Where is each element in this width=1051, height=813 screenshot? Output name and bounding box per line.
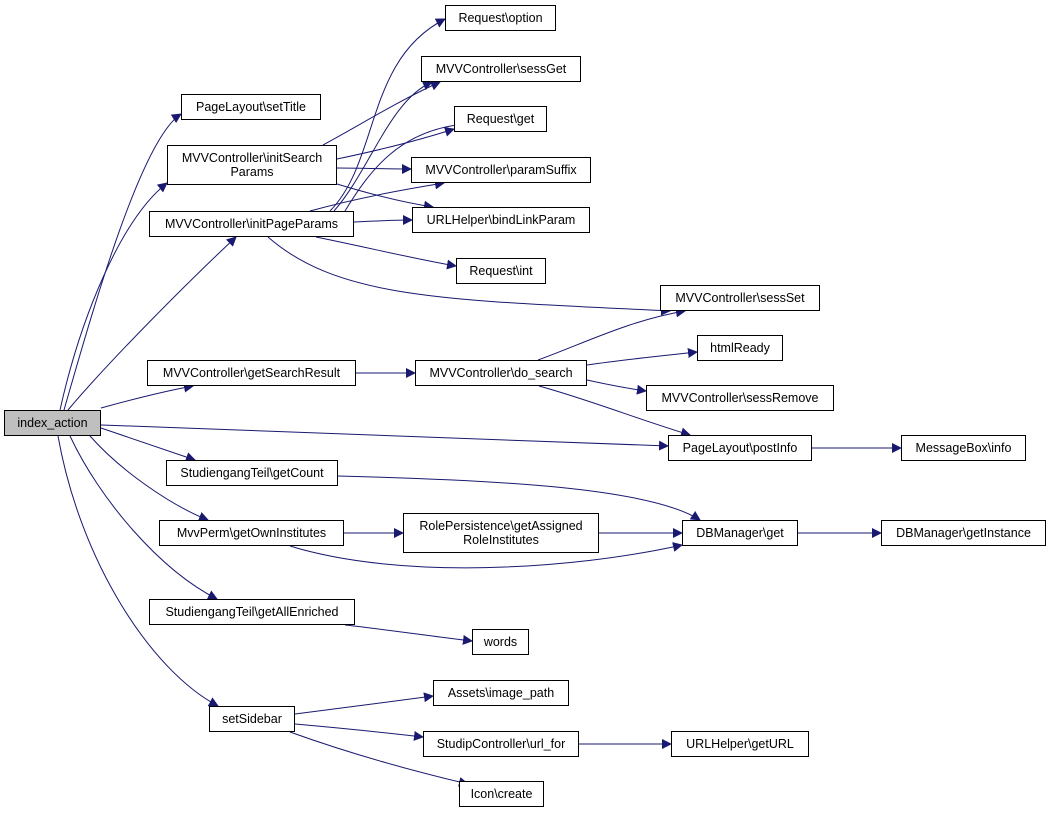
edge-initpageparams-to-bindlinkparam	[353, 215, 413, 226]
edge-initsearchparams-to-bindlinkparam	[336, 183, 434, 211]
node-rolepersistence-getassignedroleinstitutes[interactable]: RolePersistence\getAssigned RoleInstitut…	[403, 513, 599, 553]
node-urlhelper-geturl[interactable]: URLHelper\getURL	[671, 731, 809, 757]
edge-setsidebar-to-imagepath	[294, 692, 434, 715]
node-mvvcontroller-sessset[interactable]: MVVController\sessSet	[660, 285, 820, 311]
edge-setsidebar-to-urlfor	[294, 723, 424, 741]
node-studipcontroller-url-for[interactable]: StudipController\url_for	[423, 731, 579, 757]
edge-index-action-to-initpageparams	[67, 236, 237, 411]
edge-initpageparams-to-sessget	[333, 80, 433, 212]
node-words[interactable]: words	[472, 629, 529, 655]
edge-initsearchparams-to-sessget	[322, 81, 441, 146]
node-dbmanager-get[interactable]: DBManager\get	[682, 520, 798, 546]
edge-index-action-to-initsearchparams	[59, 182, 168, 411]
edge-dosearch-to-sessset	[537, 307, 686, 361]
edge-getallenriched-to-words	[344, 624, 473, 645]
edge-getcount-to-dbget	[337, 475, 701, 521]
edge-index-action-to-getowninstitutes	[89, 435, 209, 522]
edge-index-action-to-getsearchresult	[100, 382, 194, 409]
edge-initpageparams-to-sessset	[267, 236, 671, 316]
edge-initpageparams-to-reqoption	[329, 18, 446, 212]
node-request-option[interactable]: Request\option	[445, 5, 556, 31]
node-icon-create[interactable]: Icon\create	[459, 781, 544, 807]
edge-index-action-to-postinfo	[100, 424, 669, 451]
edge-index-action-to-setsidebar	[57, 435, 219, 707]
edge-initsearchparams-to-reqget	[336, 127, 455, 160]
node-dbmanager-getinstance[interactable]: DBManager\getInstance	[881, 520, 1046, 546]
node-mvvperm-getowninstitutes[interactable]: MvvPerm\getOwnInstitutes	[159, 520, 344, 546]
node-setsidebar[interactable]: setSidebar	[209, 706, 295, 732]
edge-initpageparams-to-paramsuffix	[309, 179, 445, 212]
node-pagelayout-settitle[interactable]: PageLayout\setTitle	[181, 94, 321, 120]
node-studiengangteil-getallenriched[interactable]: StudiengangTeil\getAllEnriched	[149, 599, 355, 625]
edge-initpageparams-to-reqget	[344, 119, 466, 212]
node-mvvcontroller-paramsuffix[interactable]: MVVController\paramSuffix	[411, 157, 591, 183]
edge-index-action-to-getallenriched	[69, 435, 218, 600]
edge-getowninstitutes-to-dbget	[289, 542, 683, 569]
node-request-get[interactable]: Request\get	[454, 106, 547, 132]
edge-setsidebar-to-iconcreate	[289, 731, 469, 787]
node-messagebox-info[interactable]: MessageBox\info	[901, 435, 1026, 461]
node-index-action[interactable]: index_action	[4, 410, 101, 436]
edge-dosearch-to-htmlready	[586, 347, 698, 366]
edge-initpageparams-to-reqint	[315, 236, 457, 270]
node-mvvcontroller-initpageparams[interactable]: MVVController\initPageParams	[149, 211, 354, 237]
node-mvvcontroller-initsearchparams[interactable]: MVVController\initSearch Params	[167, 145, 337, 185]
edge-index-action-to-getcount	[100, 427, 196, 462]
node-request-int[interactable]: Request\int	[456, 258, 546, 284]
node-pagelayout-postinfo[interactable]: PageLayout\postInfo	[668, 435, 812, 461]
node-assets-image-path[interactable]: Assets\image_path	[433, 680, 569, 706]
node-mvvcontroller-sessremove[interactable]: MVVController\sessRemove	[646, 385, 834, 411]
node-mvvcontroller-do-search[interactable]: MVVController\do_search	[415, 360, 587, 386]
edge-dosearch-to-sessremove	[586, 379, 647, 395]
node-studiengangteil-getcount[interactable]: StudiengangTeil\getCount	[166, 460, 338, 486]
node-mvvcontroller-getsearchresult[interactable]: MVVController\getSearchResult	[147, 360, 356, 386]
node-urlhelper-bindlinkparam[interactable]: URLHelper\bindLinkParam	[412, 207, 590, 233]
edge-initsearchparams-to-paramsuffix	[336, 163, 412, 174]
node-mvvcontroller-sessget[interactable]: MVVController\sessGet	[421, 56, 581, 82]
node-htmlready[interactable]: htmlReady	[697, 335, 783, 361]
edge-dosearch-to-postinfo	[538, 385, 691, 438]
edge-index-action-to-settitle	[63, 113, 182, 411]
